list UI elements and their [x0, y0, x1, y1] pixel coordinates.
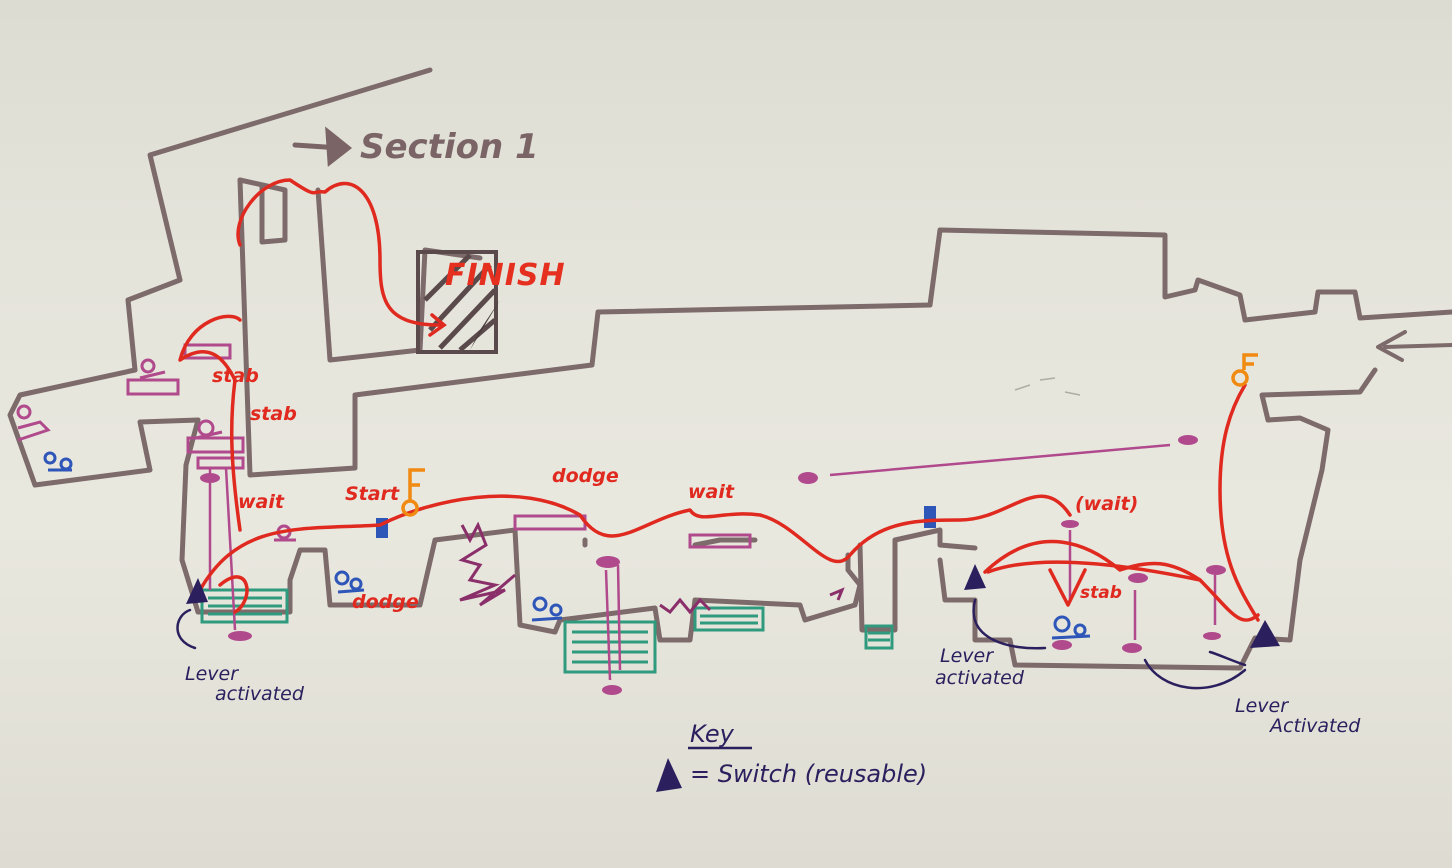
- enemy-icon: [43, 451, 73, 472]
- key-icon: [401, 468, 425, 517]
- action-label-start: Start: [345, 483, 400, 505]
- platform: [183, 343, 232, 360]
- platform-anchor: [602, 685, 622, 695]
- path-arrows: [428, 313, 447, 337]
- platform-anchor: [200, 473, 220, 483]
- enemy-icon: [139, 358, 166, 380]
- action-label-dodge: dodge: [552, 465, 619, 487]
- lever-label: activated: [935, 667, 1025, 689]
- action-label-wait: (wait): [1075, 493, 1138, 515]
- platform: [196, 456, 245, 470]
- action-label-wait: wait: [688, 481, 735, 503]
- spike-hazards: [458, 521, 845, 615]
- action-label-stab: stab: [250, 403, 297, 425]
- lever-label: Lever: [940, 645, 994, 667]
- water-pool-left: [200, 588, 289, 624]
- switch-icon: [186, 578, 208, 604]
- page-title: Section 1: [360, 127, 539, 167]
- platform: [186, 436, 245, 454]
- key-icon: [1231, 353, 1258, 387]
- enemy-icon: [1051, 615, 1091, 640]
- lever-label: Lever: [185, 663, 239, 685]
- platform-anchor: [1122, 643, 1142, 653]
- enemy-icon: [16, 404, 51, 442]
- platform: [688, 533, 752, 549]
- lever-label: activated: [215, 683, 305, 705]
- platform-anchor: [1128, 573, 1148, 583]
- action-label-dodge: dodge: [352, 591, 419, 613]
- title-arrow-icon: [292, 126, 353, 167]
- switch-icon: [964, 564, 986, 590]
- legend-switch-text: = Switch (reusable): [690, 760, 927, 788]
- action-label-wait: wait: [238, 491, 285, 513]
- lever-arrows: [176, 598, 1247, 690]
- platform-anchor: [1061, 520, 1079, 528]
- enemy-icon: [195, 419, 223, 440]
- platform-anchors: [200, 435, 1226, 695]
- level-walls: [7, 67, 1452, 671]
- switches: [186, 564, 1280, 792]
- water-pool-narrow: [864, 624, 894, 650]
- door: [924, 506, 936, 528]
- water-pool-right: [693, 606, 765, 632]
- lever-label: Lever: [1235, 695, 1289, 717]
- start-arrow-icon: [1376, 330, 1452, 362]
- board-smudges: [1014, 377, 1081, 396]
- platform-anchor: [1206, 565, 1226, 575]
- legend: Key = Switch (reusable): [688, 720, 927, 788]
- platforms: [126, 343, 752, 549]
- action-label-stab: stab: [212, 365, 259, 387]
- enemies: [16, 358, 1091, 640]
- platform-anchor: [228, 631, 252, 641]
- action-label-stab: stab: [1080, 583, 1122, 603]
- finish-area: [416, 250, 500, 354]
- platform-anchor: [1178, 435, 1198, 445]
- platform-anchor: [798, 472, 818, 484]
- switch-icon: [656, 758, 682, 792]
- legend-heading: Key: [690, 720, 735, 748]
- player-path: [178, 178, 1260, 622]
- enemy-icon: [531, 596, 563, 622]
- switch-icon: [1250, 620, 1280, 648]
- platform-anchor: [596, 556, 620, 568]
- finish-label: FINISH: [445, 258, 566, 293]
- enemy-icon: [334, 570, 365, 594]
- lever-label: Activated: [1268, 715, 1361, 737]
- platform-anchor: [1203, 632, 1221, 640]
- platform-tracks: [208, 443, 1217, 681]
- platform: [513, 514, 587, 531]
- platform-anchor: [1052, 640, 1072, 650]
- platform: [126, 378, 180, 396]
